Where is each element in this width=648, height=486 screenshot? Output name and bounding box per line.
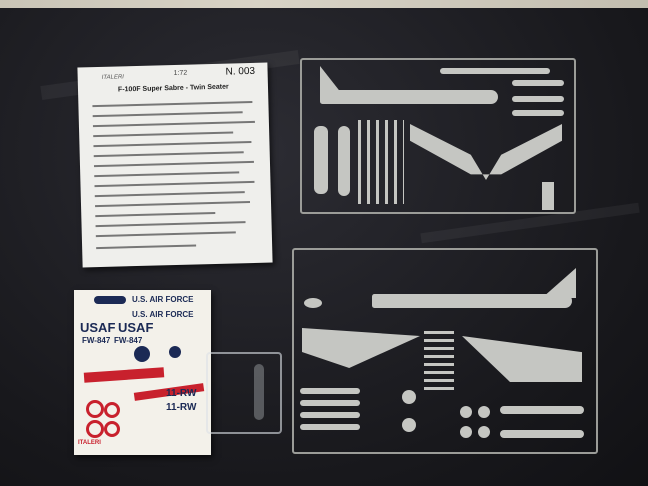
decal-text: USAF <box>80 320 116 335</box>
text-line <box>93 151 244 158</box>
canopy-part <box>254 364 264 420</box>
decal-text: USAF <box>118 320 154 335</box>
text-line <box>92 120 255 128</box>
missile <box>300 412 360 418</box>
roundel <box>86 400 104 418</box>
wheel <box>478 426 490 438</box>
text-line <box>96 244 197 250</box>
roundel <box>86 420 104 438</box>
instruction-scale: 1:72 <box>173 69 188 78</box>
small-parts <box>358 120 404 204</box>
lower-sprue-frame <box>292 248 598 454</box>
decal-text: FW-847 <box>82 336 111 345</box>
text-line <box>95 211 216 218</box>
text-line <box>95 231 236 238</box>
text-line <box>94 191 245 198</box>
text-line <box>93 131 234 138</box>
kit-title: F-100F Super Sabre - Twin Seater <box>117 83 229 94</box>
upper-sprue-frame <box>300 58 576 214</box>
external-tank <box>338 126 350 196</box>
decal-text: U.S. AIR FORCE <box>132 295 194 304</box>
roundel <box>104 402 120 418</box>
missile <box>300 400 360 406</box>
roundel <box>134 346 150 362</box>
fuselage-half <box>320 90 498 104</box>
wheel <box>460 426 472 438</box>
text-line <box>92 111 243 118</box>
roundel <box>169 346 181 358</box>
decal-text: 11-RW <box>166 388 197 399</box>
decal-brand: ITALERI <box>78 440 101 446</box>
wing-right <box>462 336 582 382</box>
decal-stripe <box>94 296 126 304</box>
decal-sheet: U.S. AIR FORCE U.S. AIR FORCE USAF USAF … <box>74 290 211 455</box>
wing-left <box>302 328 420 368</box>
text-line <box>93 140 252 148</box>
drop-tank <box>440 68 550 74</box>
intake-part <box>304 298 322 308</box>
text-line <box>95 221 246 228</box>
drop-tank <box>500 406 584 414</box>
missile <box>300 424 360 430</box>
text-line <box>93 160 254 168</box>
wheel <box>460 406 472 418</box>
wheel <box>402 390 416 404</box>
drop-tank <box>500 430 584 438</box>
roundel <box>104 421 120 437</box>
text-line <box>94 171 240 178</box>
small-part <box>542 182 554 210</box>
instruction-sheet: ITALERI 1:72 N. 003 F-100F Super Sabre -… <box>77 62 273 268</box>
missile <box>300 388 360 394</box>
kit-number: N. 003 <box>225 65 256 78</box>
decal-stripe <box>83 367 165 383</box>
decal-text: U.S. AIR FORCE <box>132 310 194 319</box>
wing-lower <box>410 124 562 180</box>
wheel <box>402 418 416 432</box>
drop-tank <box>512 96 564 102</box>
fuselage-half <box>372 294 572 308</box>
text-line <box>95 201 251 208</box>
instruction-brand: ITALERI <box>101 74 124 81</box>
text-line <box>92 100 253 108</box>
decal-text: FW-847 <box>114 336 143 345</box>
drop-tank <box>512 110 564 116</box>
small-parts <box>424 330 454 390</box>
wheel <box>478 406 490 418</box>
decal-text: 11-RW <box>166 402 197 413</box>
text-line <box>94 180 255 188</box>
clear-canopy-sprue <box>206 352 282 434</box>
external-tank <box>314 126 328 194</box>
drop-tank <box>512 80 564 86</box>
